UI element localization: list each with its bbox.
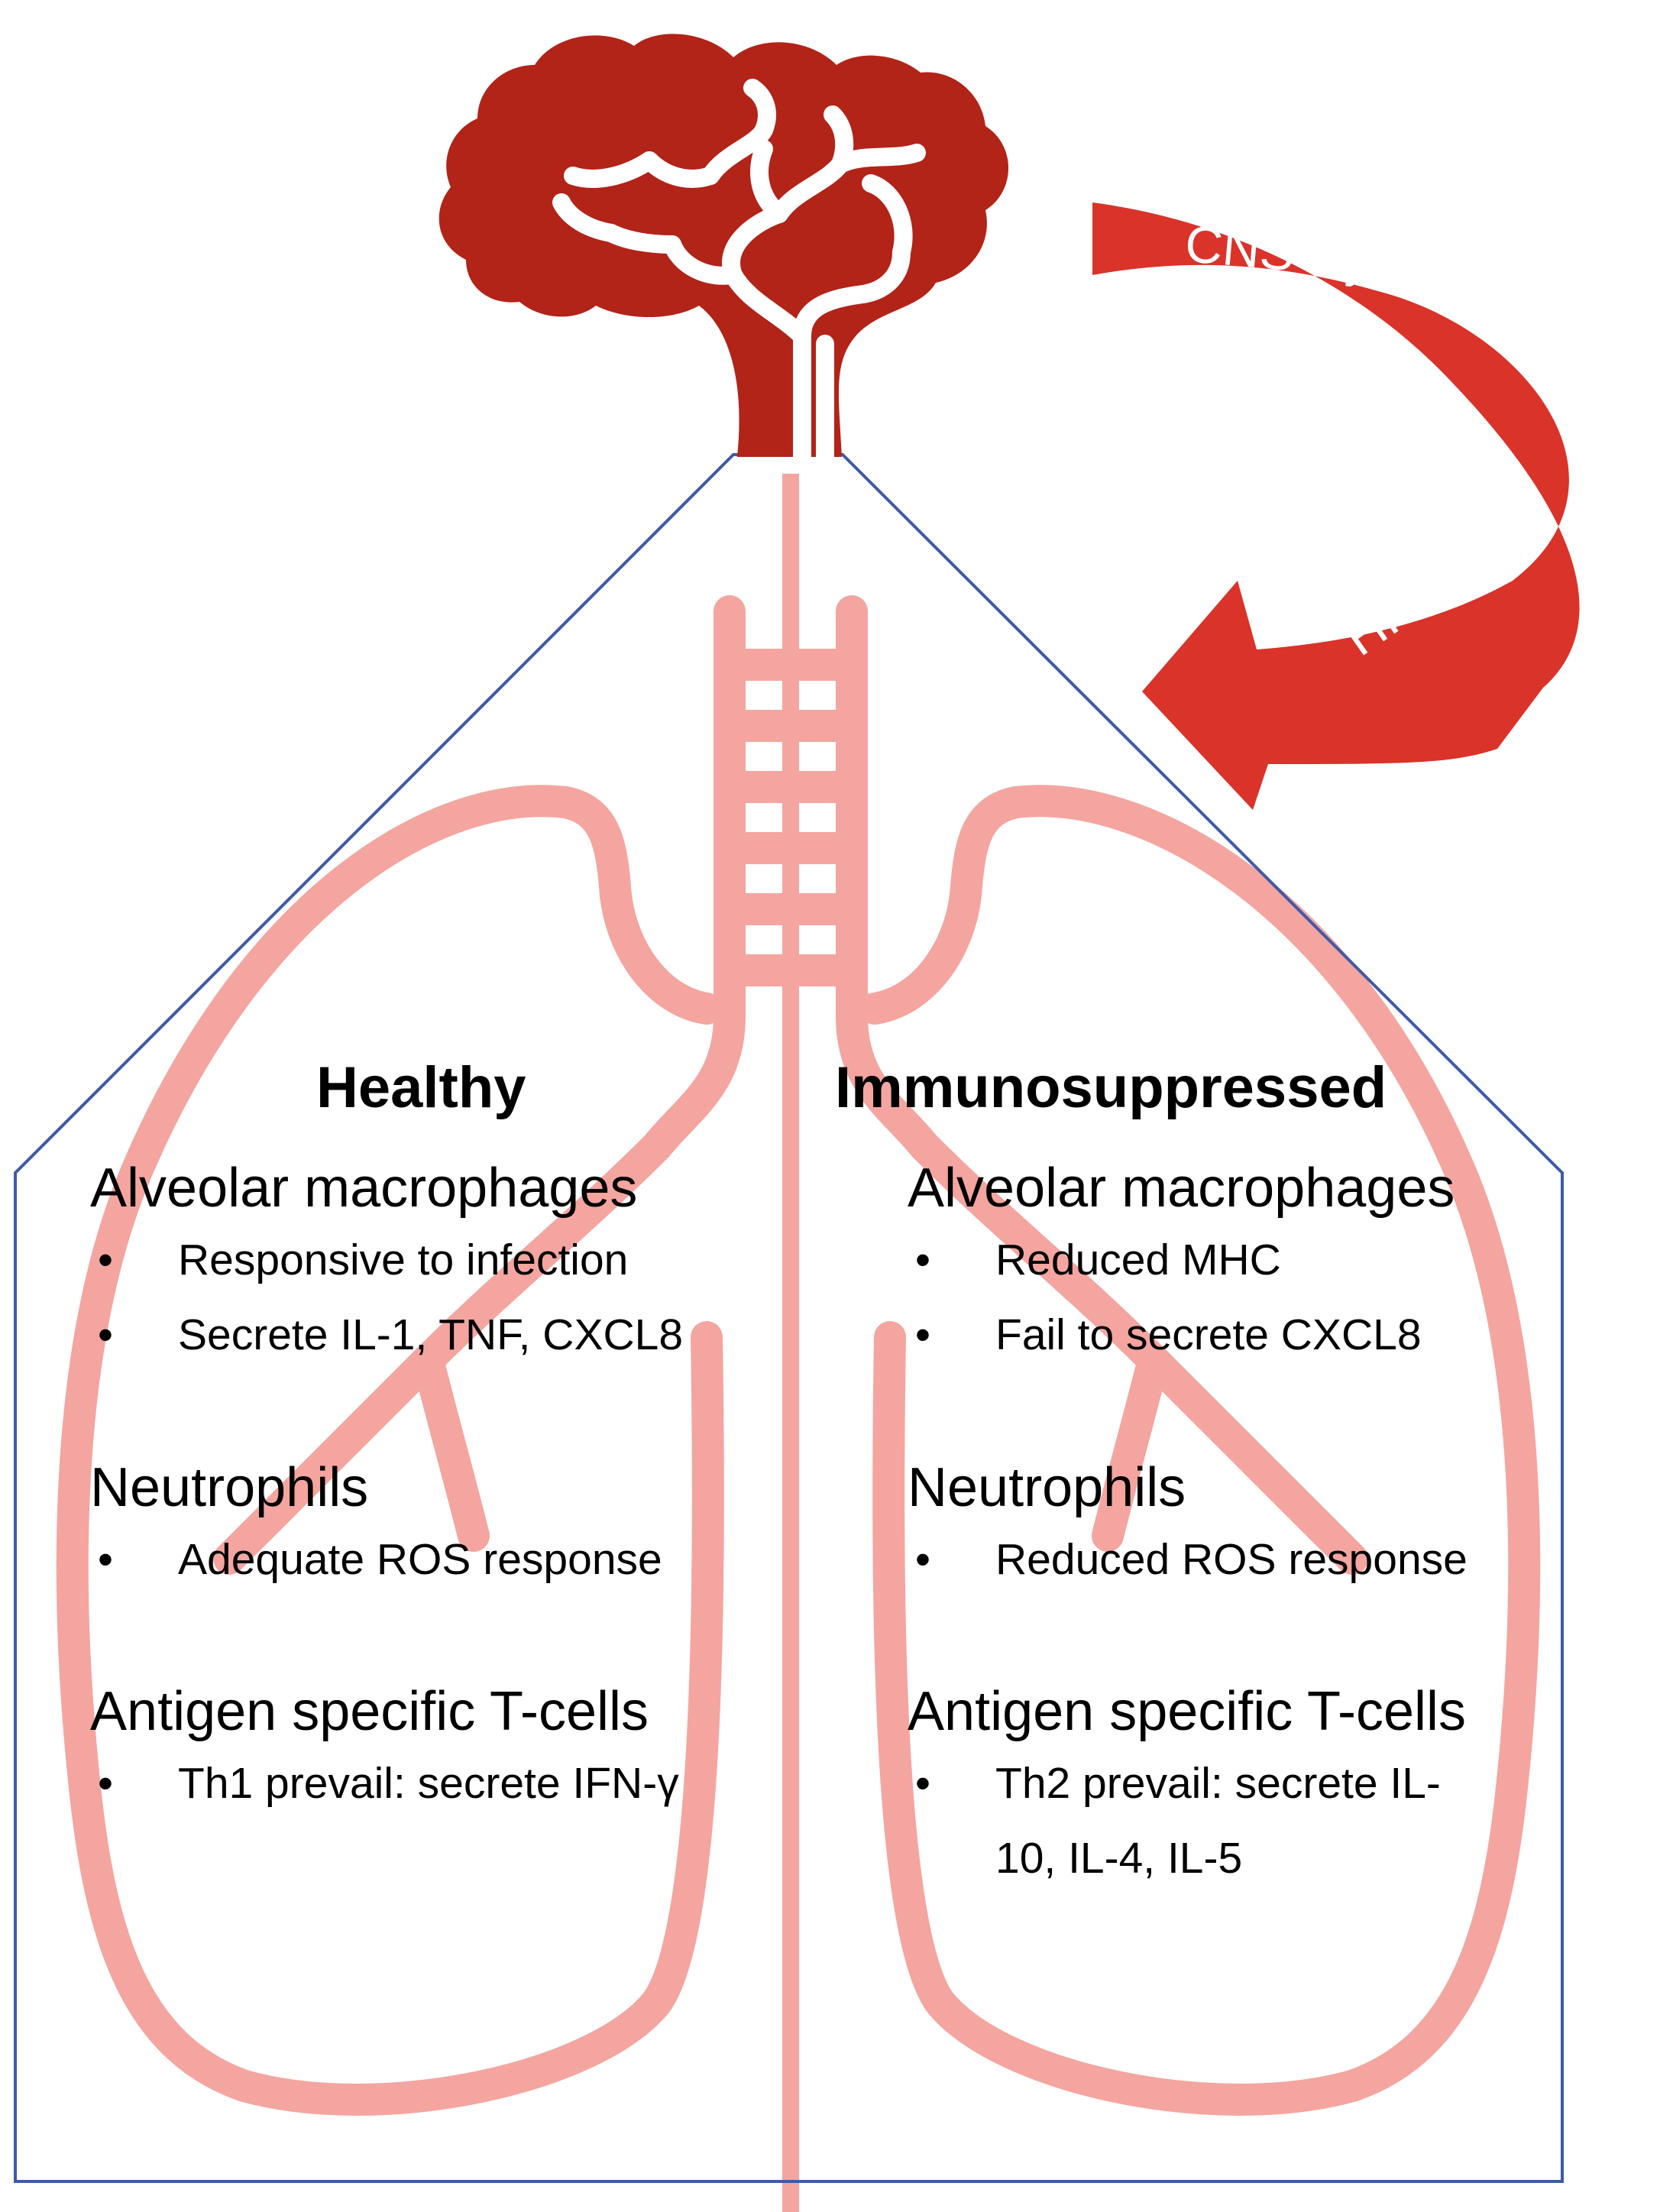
- neutrophils-section: Neutrophils Reduced ROS response: [908, 1453, 1641, 1597]
- alveolar-macrophages-section: Alveolar macrophages Reduced MHC Fail to…: [908, 1154, 1641, 1372]
- brain-icon: [438, 34, 1008, 466]
- bullet-list: Reduced MHC Fail to secrete CXCL8: [908, 1223, 1641, 1372]
- outline-frame: [14, 453, 1564, 2183]
- column-heading: Immunosuppressed: [835, 1055, 1387, 1120]
- section-title: Antigen specific T-cells: [90, 1681, 649, 1742]
- column-heading: Healthy: [316, 1055, 526, 1120]
- alveolar-macrophages-section: Alveolar macrophages Responsive to infec…: [90, 1154, 824, 1372]
- curved-arrow-icon: [1092, 202, 1580, 810]
- bullet-item: Fail to secrete CXCL8: [908, 1297, 1641, 1372]
- bullet-item: Responsive to infection: [90, 1223, 824, 1297]
- bullet-list: Reduced ROS response: [908, 1522, 1641, 1597]
- t-cells-section: Antigen specific T-cells Th2 prevail: se…: [908, 1677, 1641, 1896]
- bullet-item: Adequate ROS response: [90, 1522, 824, 1597]
- bullet-item: Th1 prevail: secrete IFN-γ: [90, 1746, 824, 1821]
- bullet-list: Adequate ROS response: [90, 1522, 824, 1597]
- t-cells-section: Antigen specific T-cells Th1 prevail: se…: [90, 1677, 824, 1821]
- section-title: Neutrophils: [908, 1457, 1186, 1518]
- neutrophils-section: Neutrophils Adequate ROS response: [90, 1453, 824, 1597]
- bullet-list: Responsive to infection Secrete IL-1, TN…: [90, 1223, 824, 1372]
- bullet-list: Th2 prevail: secrete IL-10, IL-4, IL-5: [908, 1746, 1641, 1896]
- section-title: Antigen specific T-cells: [908, 1681, 1467, 1742]
- bullet-item: Reduced MHC: [908, 1223, 1641, 1297]
- bullet-item: Reduced ROS response: [908, 1522, 1641, 1597]
- bullet-list: Th1 prevail: secrete IFN-γ: [90, 1746, 824, 1821]
- section-title: Alveolar macrophages: [90, 1158, 638, 1219]
- section-title: Alveolar macrophages: [908, 1158, 1455, 1219]
- section-title: Neutrophils: [90, 1457, 369, 1518]
- bullet-item: Th2 prevail: secrete IL-10, IL-4, IL-5: [908, 1746, 1484, 1896]
- bullet-item: Secrete IL-1, TNF, CXCL8: [90, 1297, 824, 1372]
